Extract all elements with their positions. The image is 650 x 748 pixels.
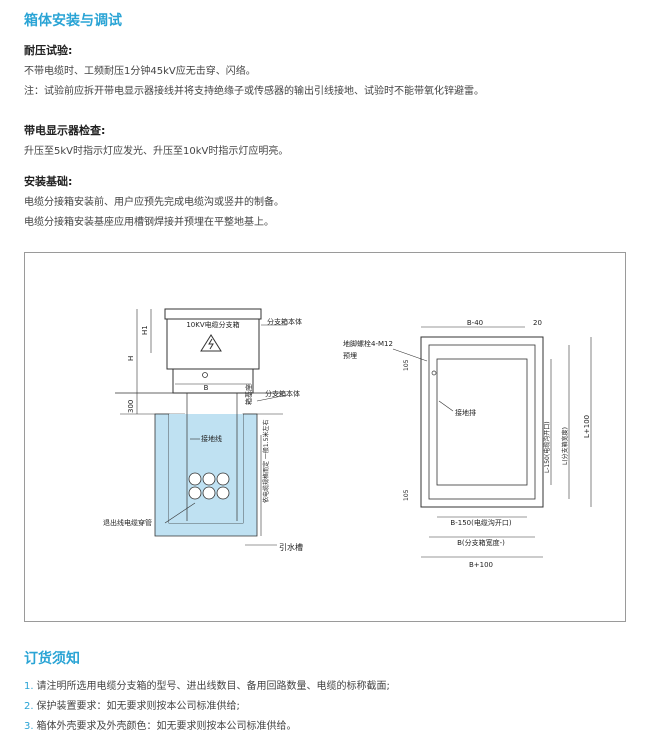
- right-drawing: 地脚螺栓4-M12 预埋 B-40 20 105 105 接地排 L-150(电…: [343, 319, 592, 569]
- dim-b-width-label: B(分支箱宽度-): [457, 538, 505, 547]
- order-item-2: 2.保护装置要求：如无要求则按本公司标准供给;: [24, 701, 240, 712]
- section-title-install: 箱体安装与调试: [24, 13, 122, 29]
- ground-label: 接地线: [201, 434, 222, 443]
- dim-105-bottom-label: 105: [403, 489, 410, 501]
- dim-b150-label: B-150(电缆沟开口): [450, 518, 511, 527]
- trench-opening: [436, 358, 528, 486]
- withstand-line-2: 注：试验前应拆开带电显示器接线并将支持绝缘子或传感器的输出引线接地、试验时不能带…: [24, 86, 484, 97]
- dim-20-label: 20: [533, 319, 542, 327]
- ground-bar-label: 接地排: [455, 408, 476, 417]
- embed-label: 预埋: [343, 351, 357, 360]
- box-lid: [164, 308, 262, 320]
- dim-300-label: 300: [127, 400, 135, 413]
- box-base: [172, 368, 254, 394]
- foundation-line-2: 电缆分接箱安装基座应用槽钢焊接并预埋在平整地基上。: [24, 217, 274, 228]
- dim-l-label: L(分支箱宽度): [561, 427, 569, 465]
- bolt-label: 地脚螺栓4-M12: [343, 339, 393, 348]
- drain-label: 引水槽: [279, 542, 303, 552]
- indicator-line-1: 升压至5kV时指示灯应发光、升压至10kV时指示灯应明亮。: [24, 146, 289, 157]
- base-frame-outer: [420, 336, 544, 508]
- dim-l100-label: L+100: [583, 415, 591, 438]
- bolt-hole-icon: [431, 370, 437, 376]
- cable-bundle-icon: [188, 472, 230, 500]
- indicator-heading: 带电显示器检查:: [24, 124, 106, 137]
- lightning-warning-icon: [200, 334, 222, 352]
- dim-105-top-label: 105: [403, 359, 410, 371]
- withstand-heading: 耐压试验:: [24, 44, 73, 57]
- installation-drawing-frame: 10KV电缆分支箱 B: [24, 252, 626, 622]
- left-drawing: 10KV电缆分支箱 B: [103, 308, 303, 552]
- installation-drawing: 10KV电缆分支箱 B: [103, 308, 592, 569]
- outlet-label: 退出线电缆穿管: [103, 518, 152, 527]
- order-item-1: 1.请注明所选用电缆分支箱的型号、进出线数目、备用回路数量、电缆的标称截面;: [24, 681, 390, 692]
- dim-h1-label: H1: [141, 325, 149, 335]
- foundation-line-1: 电缆分接箱安装前、用户应预先完成电缆沟或竖井的制备。: [24, 197, 284, 208]
- dim-h-label: H: [127, 356, 135, 361]
- cable-depth-label: 依电缆规格而定 一般1.5米左右: [262, 420, 270, 503]
- box-label: 10KV电缆分支箱: [186, 320, 239, 329]
- body-label-2: 分支箱本体: [265, 389, 300, 398]
- lightning-bolt-icon: [208, 338, 214, 350]
- dim-b100-label: B+100: [469, 561, 493, 569]
- dim-b40-label: B-40: [467, 319, 483, 327]
- body-label: 分支箱本体: [267, 317, 302, 326]
- order-item-3: 3.箱体外壳要求及外壳颜色：如无要求则按本公司标准供给。: [24, 721, 297, 732]
- foundation-heading: 安装基础:: [24, 175, 73, 188]
- withstand-line-1: 不带电缆时、工频耐压1分钟45kV应无击穿、闪络。: [24, 66, 256, 77]
- dim-l150-label: L-150(电缆沟开口): [543, 421, 551, 473]
- base-label: 箱基座: [244, 384, 253, 405]
- dim-b-label: B: [204, 384, 209, 392]
- base-bolt-icon: [202, 372, 208, 378]
- section-title-order: 订货须知: [24, 651, 80, 667]
